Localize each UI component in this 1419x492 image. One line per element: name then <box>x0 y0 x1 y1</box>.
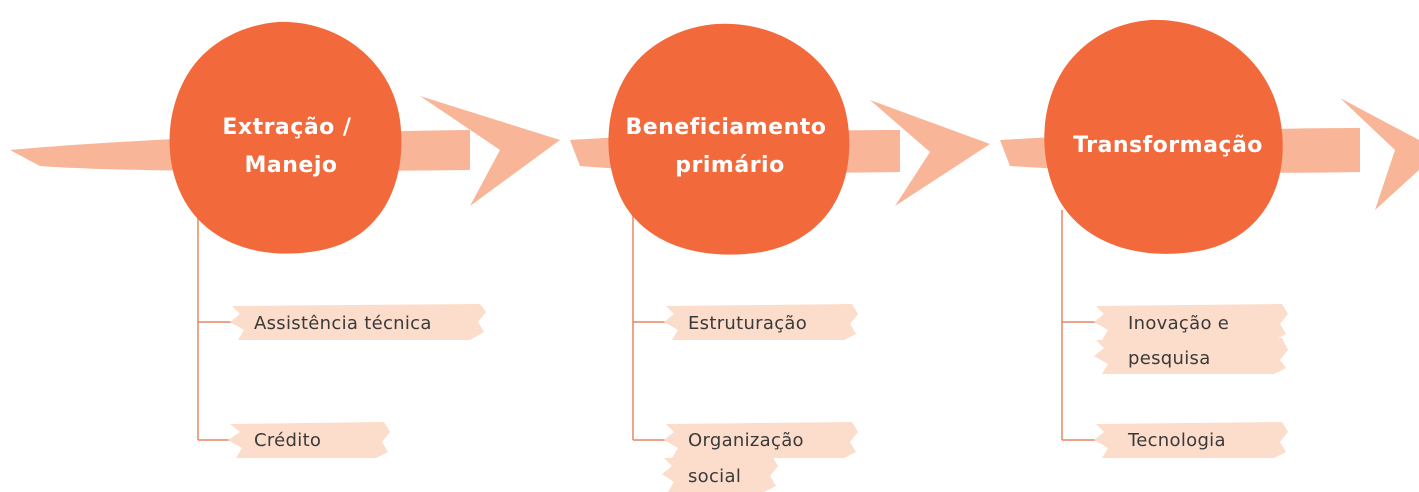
stage-1-title-line-2: Manejo <box>245 153 338 178</box>
stage-2-item-2-label-line-1: Organização <box>688 430 804 451</box>
stages: Extração / Manejo Beneficiamento primári… <box>169 19 1283 255</box>
stage-2-item-2-highlight-line-1 <box>664 422 858 458</box>
stage-1-item-2: Crédito <box>228 422 390 458</box>
stage-3: Transformação <box>1044 19 1283 254</box>
stage-3-item-1-label-line-1: Inovação e <box>1128 313 1229 334</box>
stage-2-item-2: Organização social <box>662 422 858 492</box>
stage-1-item-2-label: Crédito <box>254 430 321 451</box>
stage-2-item-2-label-line-2: social <box>688 466 741 487</box>
sub-items: Assistência técnica Crédito Estruturação… <box>228 304 1288 492</box>
stage-3-item-2: Tecnologia <box>1094 422 1288 458</box>
stage-3-title-line-1: Transformação <box>1073 133 1263 158</box>
stage-3-item-2-label: Tecnologia <box>1127 430 1226 451</box>
stage-1-title: Extração / Manejo <box>222 115 359 178</box>
stage-3-item-1: Inovação e pesquisa <box>1094 304 1288 374</box>
stage-3-item-1-highlight-line-1 <box>1094 304 1288 340</box>
stage-3-connector <box>1061 210 1100 441</box>
stage-2-title-line-2: primário <box>675 153 784 178</box>
stage-2-item-2-highlight-line-2 <box>662 456 778 492</box>
stage-2-blob <box>608 23 850 255</box>
stage-2-item-1-label: Estruturação <box>688 313 807 334</box>
stage-3-blob <box>1044 19 1283 254</box>
stage-2: Beneficiamento primário <box>608 23 850 255</box>
stage-3-title: Transformação <box>1073 133 1263 158</box>
stage-2-connector <box>632 210 673 441</box>
stage-1-blob <box>169 21 402 254</box>
stage-3-item-1-label-line-2: pesquisa <box>1128 348 1211 369</box>
stage-1-item-1-label: Assistência técnica <box>254 313 432 334</box>
stage-2-item-1: Estruturação <box>664 304 858 340</box>
stage-3-item-2-highlight <box>1094 422 1288 458</box>
stage-2-item-1-highlight <box>664 304 858 340</box>
stage-1-item-1-highlight <box>230 304 486 340</box>
stage-1: Extração / Manejo <box>169 21 402 254</box>
stage-2-title: Beneficiamento primário <box>625 115 834 178</box>
stage-1-item-2-highlight <box>228 422 390 458</box>
stage-1-title-line-1: Extração / <box>222 115 352 140</box>
stage-3-item-1-highlight-line-2 <box>1094 338 1288 374</box>
stage-3-item-1-label: Inovação e pesquisa <box>1128 313 1235 369</box>
stage-2-title-line-1: Beneficiamento <box>625 115 826 140</box>
stage-2-item-2-label: Organização social <box>688 430 810 487</box>
stage-1-connector <box>197 210 238 441</box>
stage-1-item-1: Assistência técnica <box>230 304 486 340</box>
